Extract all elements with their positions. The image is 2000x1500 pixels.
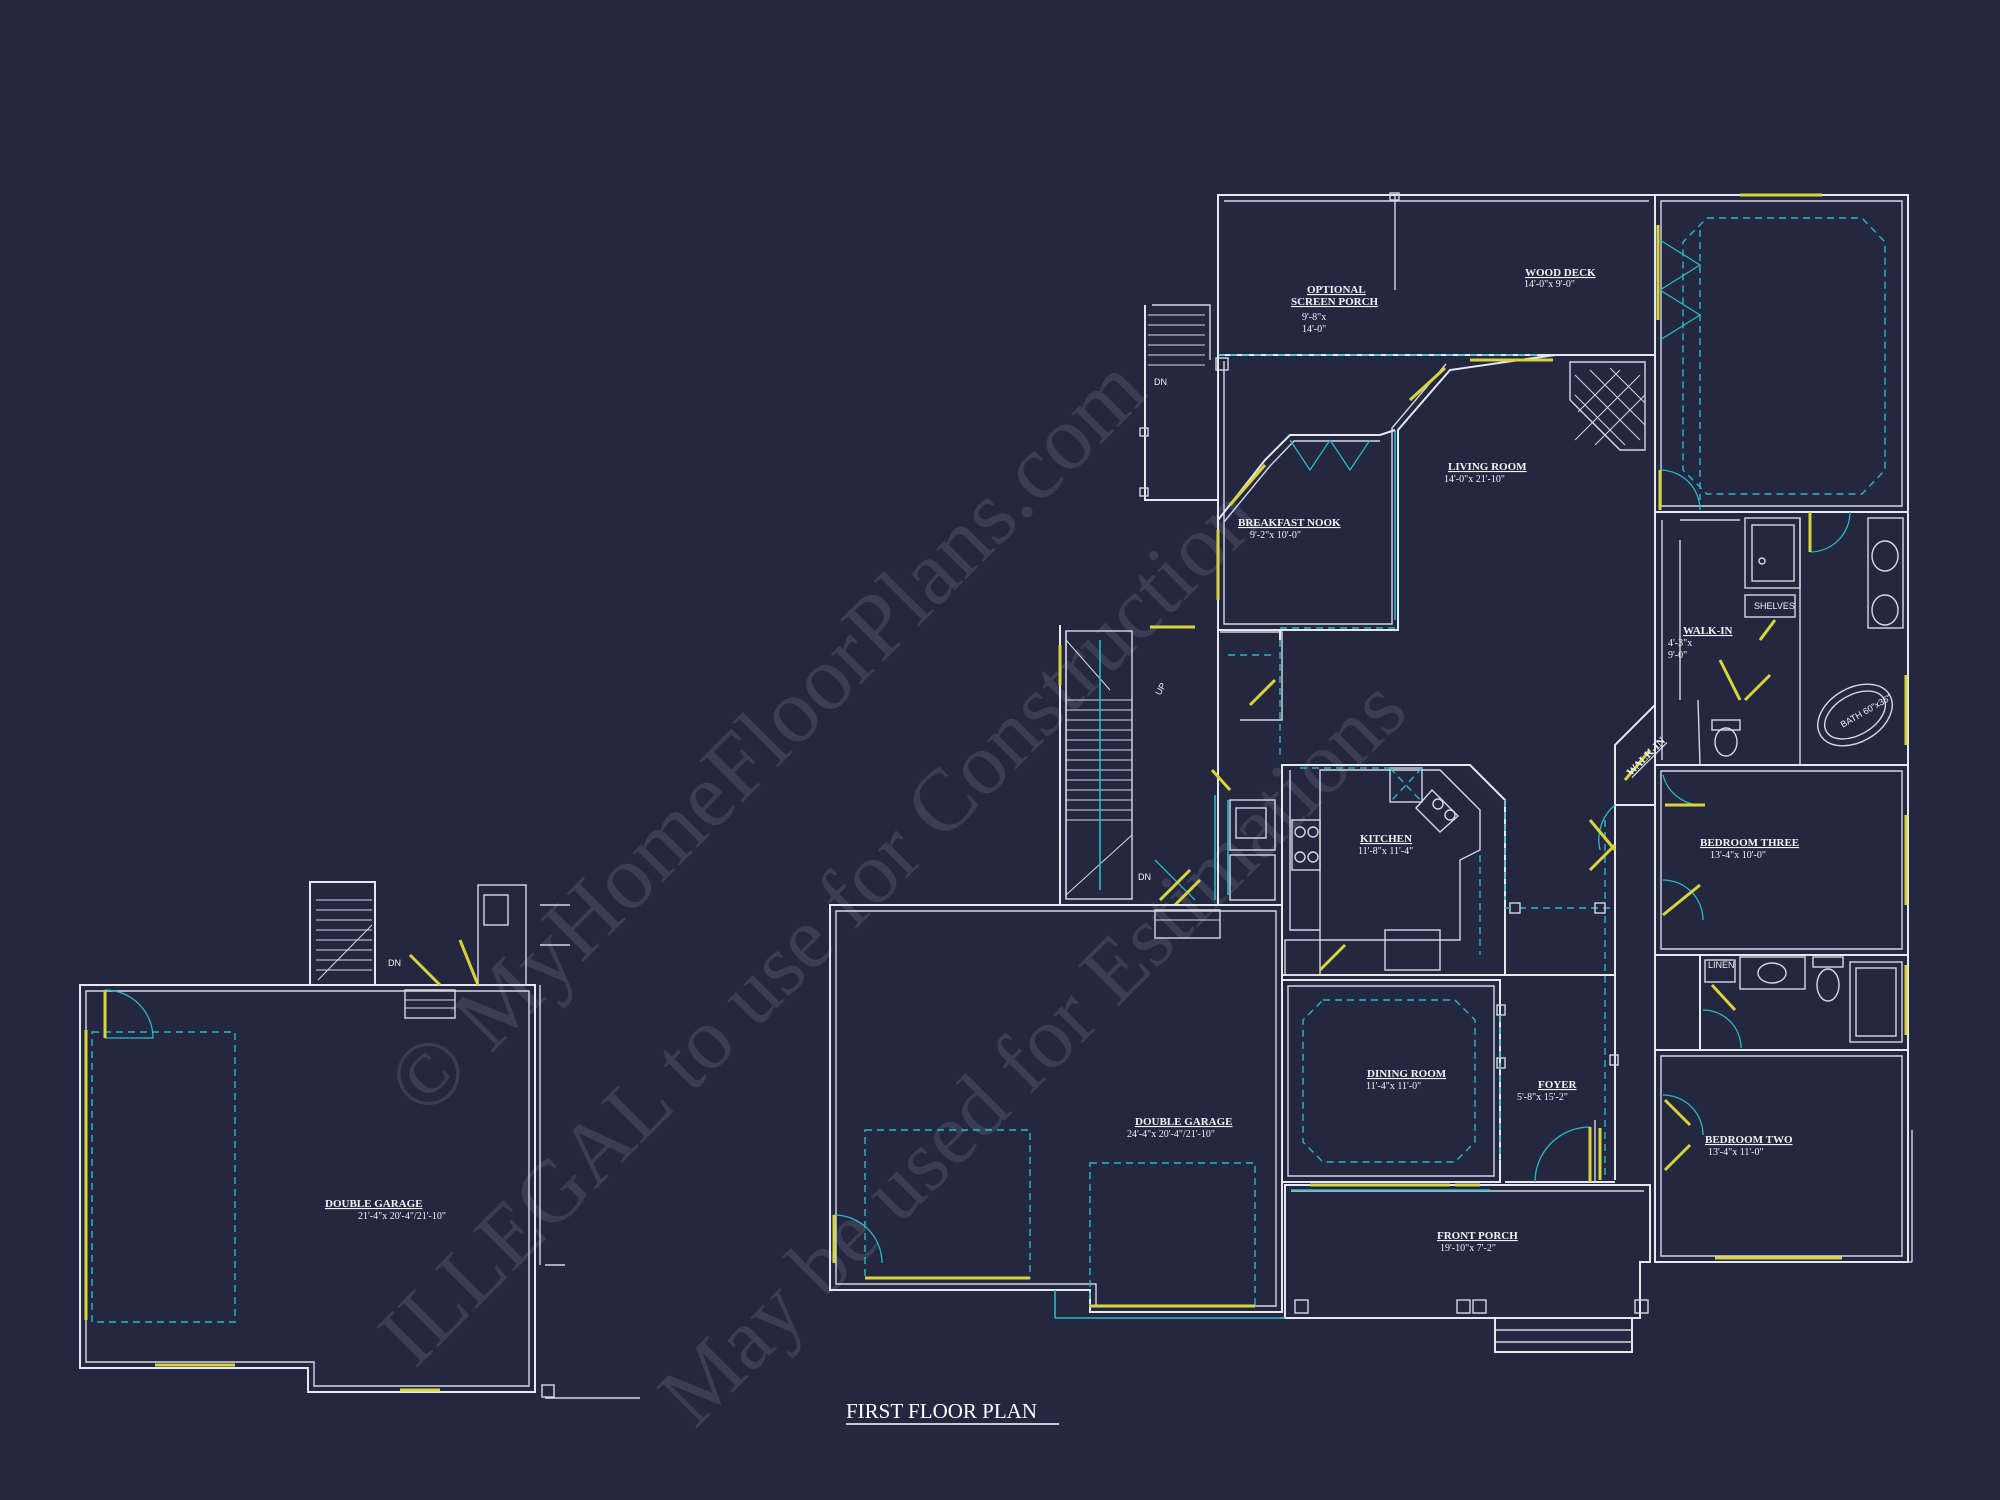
living-room-name: LIVING ROOM xyxy=(1448,461,1527,473)
kitchen-name: KITCHEN xyxy=(1360,833,1412,845)
dining-room-dim: 11'-4"x 11'-0" xyxy=(1366,1081,1421,1092)
bedroom-three-dim: 13'-4"x 10'-0" xyxy=(1710,850,1766,861)
plan-title-block: FIRST FLOOR PLAN xyxy=(846,1399,1059,1425)
screen-porch-dim-2: 14'-0" xyxy=(1302,324,1326,335)
plan-title: FIRST FLOOR PLAN xyxy=(846,1399,1037,1423)
wood-deck-dim: 14'-0"x 9'-0" xyxy=(1524,279,1575,290)
living-room-dim: 14'-0"x 21'-10" xyxy=(1444,474,1505,485)
bedroom-three-name: BEDROOM THREE xyxy=(1700,837,1799,849)
alt-garage-name: DOUBLE GARAGE xyxy=(325,1198,423,1210)
walk-in-master-dim-1: 4'-3"x xyxy=(1668,638,1692,649)
breakfast-nook-dim: 9'-2"x 10'-0" xyxy=(1250,530,1301,541)
foyer-dim: 5'-8"x 15'-2" xyxy=(1517,1092,1568,1103)
front-porch-dim: 19'-10"x 7'-2" xyxy=(1440,1243,1496,1254)
screen-porch-name-1: OPTIONAL xyxy=(1307,284,1366,296)
screen-porch-dim-1: 9'-8"x xyxy=(1302,312,1326,323)
walk-in-master-dim-2: 9'-0" xyxy=(1668,650,1687,661)
front-porch-name: FRONT PORCH xyxy=(1437,1230,1518,1242)
alt-stair-dn-label: DN xyxy=(388,958,401,968)
foyer-name: FOYER xyxy=(1538,1079,1578,1091)
bedroom-two-name: BEDROOM TWO xyxy=(1705,1134,1793,1146)
screen-porch-name-2: SCREEN PORCH xyxy=(1291,296,1379,308)
main-garage-dim: 24'-4"x 20'-4"/21'-10" xyxy=(1127,1129,1215,1140)
breakfast-nook-name: BREAKFAST NOOK xyxy=(1238,517,1341,529)
alternate-garage-plan: DN DOUBLE GARAGE 21'-4"x 20'-4"/21'-10" xyxy=(79,881,640,1399)
dining-room-name: DINING ROOM xyxy=(1367,1068,1447,1080)
shelves-label: SHELVES xyxy=(1754,601,1795,611)
stairs-dn-label: DN xyxy=(1138,872,1151,882)
main-garage-name: DOUBLE GARAGE xyxy=(1135,1116,1233,1128)
kitchen-dim: 11'-8"x 11'-4" xyxy=(1358,846,1413,857)
wood-deck-name: WOOD DECK xyxy=(1525,267,1596,279)
bedroom-two-dim: 13'-4"x 11'-0" xyxy=(1708,1147,1764,1158)
stairs-up-label: UP xyxy=(1153,681,1168,697)
linen-label: LINEN xyxy=(1708,960,1735,970)
porch-stair-dn-label: DN xyxy=(1154,377,1167,387)
alt-garage-dim: 21'-4"x 20'-4"/21'-10" xyxy=(358,1211,446,1222)
walk-in-master-name: WALK-IN xyxy=(1683,625,1733,637)
main-house-plan: DN OPTIONAL SCREEN PORCH 9'-8"x 14'-0" W… xyxy=(829,192,1913,1353)
